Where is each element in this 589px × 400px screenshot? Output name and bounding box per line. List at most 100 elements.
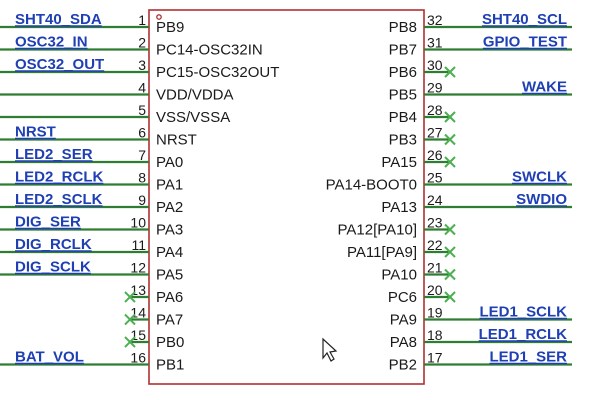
pin-name: PC6 xyxy=(388,289,417,306)
pin-name: PB4 xyxy=(389,109,417,126)
mouse-cursor-icon xyxy=(322,337,338,362)
pin-number: 2 xyxy=(138,35,146,51)
net-label[interactable]: LED1_SCLK xyxy=(479,304,567,321)
pin-11[interactable]: 11 PA4 DIG_RCLK xyxy=(0,236,183,261)
pin-25[interactable]: 25 PA14-BOOT0 SWCLK xyxy=(326,169,572,194)
net-label[interactable]: LED2_SCLK xyxy=(15,191,103,208)
pin-number: 8 xyxy=(138,170,146,186)
pin-name: PB2 xyxy=(389,357,417,374)
pin-name: PB3 xyxy=(389,132,417,149)
pin-number: 6 xyxy=(138,125,146,141)
net-label[interactable]: GPIO_TEST xyxy=(483,34,567,51)
pin-name: PB0 xyxy=(156,334,184,351)
pin-18[interactable]: 18 PA8 LED1_RCLK xyxy=(390,326,572,351)
no-connect-icon xyxy=(124,336,136,348)
pin-name: PA2 xyxy=(156,199,183,216)
net-label[interactable]: OSC32_OUT xyxy=(15,56,104,73)
pin-name: PA0 xyxy=(156,154,183,171)
net-label[interactable]: BAT_VOL xyxy=(15,349,84,366)
net-label[interactable]: SWCLK xyxy=(512,169,567,186)
net-label[interactable]: LED1_SER xyxy=(489,349,567,366)
no-connect-icon xyxy=(444,291,456,303)
pin-name: PA11[PA9] xyxy=(347,244,417,261)
pin-20[interactable]: 20 PC6 xyxy=(388,282,450,306)
pin-number: 12 xyxy=(130,260,146,276)
net-label[interactable]: OSC32_IN xyxy=(15,34,88,51)
net-label[interactable]: LED1_RCLK xyxy=(479,326,568,343)
pin-number: 20 xyxy=(427,282,443,298)
pin-name: PB9 xyxy=(156,19,184,36)
pin-24[interactable]: 24 PA13 SWDIO xyxy=(381,191,572,216)
no-connect-icon xyxy=(444,156,456,168)
net-label[interactable]: SHT40_SCL xyxy=(482,11,567,28)
pin-32[interactable]: 32 PB8 SHT40_SCL xyxy=(389,11,572,36)
pin-number: 24 xyxy=(427,192,443,208)
pin-27[interactable]: 27 PB3 xyxy=(389,125,450,149)
pin-22[interactable]: 22 PA11[PA9] xyxy=(347,237,450,261)
net-label[interactable]: WAKE xyxy=(522,79,567,96)
pin-9[interactable]: 9 PA2 LED2_SCLK xyxy=(0,191,183,216)
pin-name: PB8 xyxy=(389,19,417,36)
pin-number: 32 xyxy=(427,12,443,28)
pin-12[interactable]: 12 PA5 DIG_SCLK xyxy=(0,259,183,284)
net-label[interactable]: LED2_SER xyxy=(15,146,93,163)
pin-number: 29 xyxy=(427,80,443,96)
pin-number: 10 xyxy=(130,215,146,231)
pin-name: PB6 xyxy=(389,64,417,81)
pin-name: PA4 xyxy=(156,244,183,261)
no-connect-icon xyxy=(444,223,456,236)
net-label[interactable]: LED2_RCLK xyxy=(15,169,104,186)
pin-21[interactable]: 21 PA10 xyxy=(381,260,450,284)
pin-name: PA6 xyxy=(156,289,183,306)
pin-name: PA7 xyxy=(156,312,183,329)
pin-name: PB5 xyxy=(389,87,417,104)
net-label[interactable]: DIG_SCLK xyxy=(15,259,91,276)
pin-name: PA8 xyxy=(390,334,417,351)
pin-number: 22 xyxy=(427,237,443,253)
pin-number: 16 xyxy=(130,350,146,366)
no-connect-icon xyxy=(124,313,136,326)
pin-number: 11 xyxy=(131,237,146,253)
pin-number: 18 xyxy=(427,327,443,343)
pin-name: VDD/VDDA xyxy=(156,87,234,104)
net-label[interactable]: DIG_SER xyxy=(15,214,81,231)
pin-number: 21 xyxy=(427,260,443,276)
chip-body[interactable] xyxy=(148,9,425,385)
pin-name: PA5 xyxy=(156,267,183,284)
pin-29[interactable]: 29 PB5 WAKE xyxy=(389,79,572,104)
net-label[interactable]: SWDIO xyxy=(516,191,567,208)
net-label[interactable]: NRST xyxy=(15,124,56,141)
pin-number: 19 xyxy=(427,305,443,321)
net-label[interactable]: DIG_RCLK xyxy=(15,236,92,253)
no-connect-icon xyxy=(124,291,136,303)
pin-name: PA12[PA10] xyxy=(338,222,418,239)
pin-name: PA14-BOOT0 xyxy=(326,177,417,194)
pin-number: 27 xyxy=(427,125,443,141)
pin-number: 25 xyxy=(427,170,443,186)
pin-name: PA13 xyxy=(381,199,417,216)
net-label[interactable]: SHT40_SDA xyxy=(15,11,102,28)
pin-name: PA10 xyxy=(381,267,417,284)
pin-number: 9 xyxy=(138,192,146,208)
